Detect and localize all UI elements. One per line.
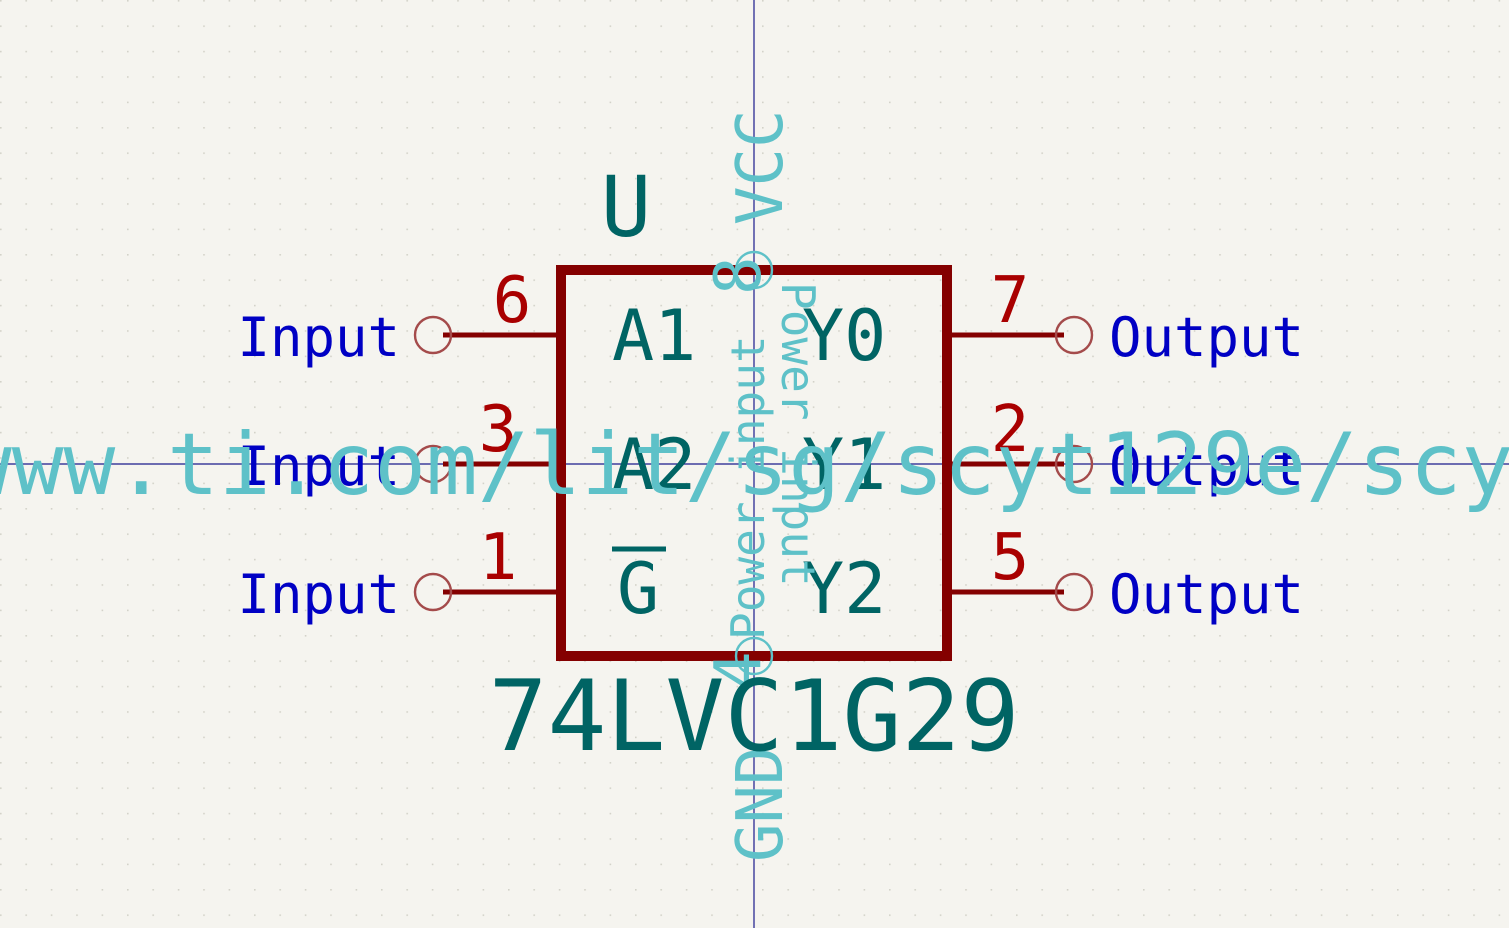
reference-field[interactable]: U <box>601 158 652 256</box>
pin-endpoint[interactable] <box>734 250 774 290</box>
pin-endpoint[interactable] <box>1054 444 1094 484</box>
pin-number: 5 <box>991 521 1030 595</box>
value-field[interactable]: 74LVC1G29 <box>488 660 1019 774</box>
pin-type: Power input <box>771 282 825 587</box>
pin-endpoint[interactable] <box>734 636 774 676</box>
pin-type: Input <box>237 435 400 498</box>
pin-endpoint[interactable] <box>1054 572 1094 612</box>
pin-name: G <box>617 548 659 630</box>
pin-number: 1 <box>479 521 518 595</box>
pin-number: 3 <box>479 393 518 467</box>
pin-number: 2 <box>991 393 1030 467</box>
pin-number: 7 <box>991 264 1030 338</box>
pin-endpoint[interactable] <box>413 315 453 355</box>
pin-name: Y0 <box>802 295 886 377</box>
pin-name: Y2 <box>802 548 886 630</box>
pin-bottom-power[interactable]: GND 4 Power input <box>702 335 798 862</box>
pin-right-1[interactable]: 7 Output Y0 <box>802 264 1304 377</box>
pin-type: Input <box>237 563 400 626</box>
pin-endpoint[interactable] <box>413 444 453 484</box>
pin-type: Power input <box>721 335 775 640</box>
pin-right-3[interactable]: 5 Output Y2 <box>802 521 1304 630</box>
pin-name-vcc: VCC <box>724 109 798 225</box>
pin-name-gnd: GND <box>724 746 798 862</box>
pin-type: Output <box>1109 563 1304 626</box>
pin-name: A2 <box>612 424 696 506</box>
pin-left-2[interactable]: 3 Input A2 <box>237 393 696 506</box>
pin-name: A1 <box>612 295 696 377</box>
pin-endpoint[interactable] <box>1054 315 1094 355</box>
datasheet-field[interactable]: www.ti.com/lit/sg/scyt129e/scyt <box>0 415 1509 515</box>
pin-left-1[interactable]: 6 Input A1 <box>237 264 696 377</box>
pin-number: 4 <box>702 651 776 690</box>
pin-top-power[interactable]: VCC 8 Power input <box>702 109 825 586</box>
pin-type: Output <box>1109 306 1304 369</box>
pin-endpoint[interactable] <box>413 572 453 612</box>
pin-name: Y1 <box>802 424 886 506</box>
pin-right-2[interactable]: 2 Output Y1 <box>802 393 1304 506</box>
pin-number: 6 <box>493 264 532 338</box>
pin-type: Output <box>1109 435 1304 498</box>
pin-left-3[interactable]: 1 Input G <box>237 521 666 630</box>
pin-number: 8 <box>702 256 776 295</box>
pin-type: Input <box>237 306 400 369</box>
